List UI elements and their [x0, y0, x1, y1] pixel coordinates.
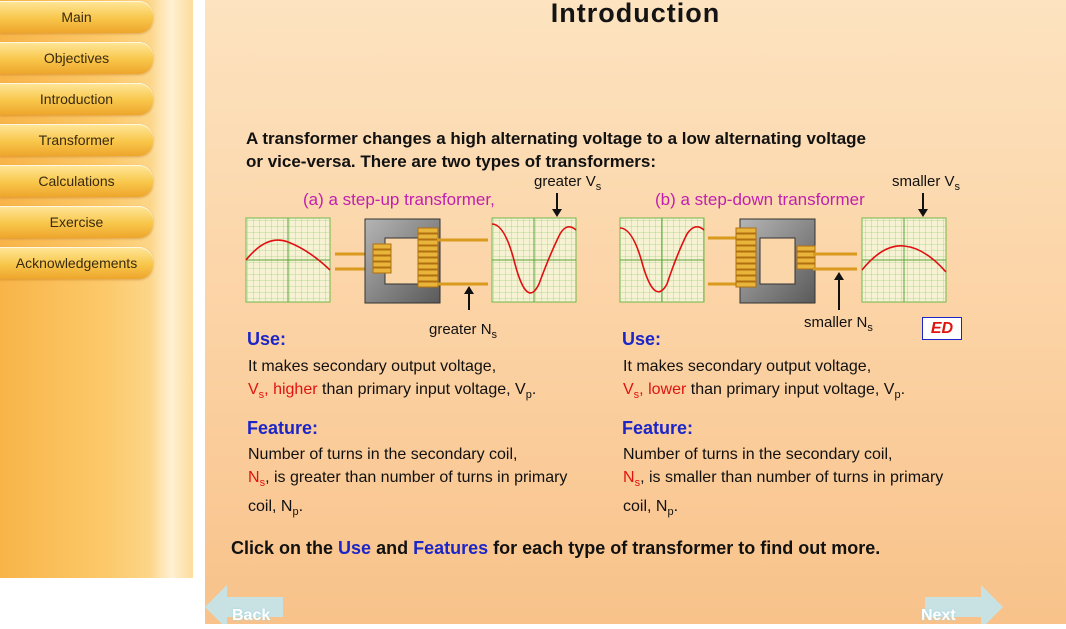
- step-up-bottom-arrow-label: greater Ns: [429, 321, 498, 341]
- intro-line-2: or vice-versa. There are two types of tr…: [246, 152, 657, 171]
- step-down-transformer-core: [708, 218, 857, 304]
- step-down-feature-text: Number of turns in the secondary coil, N…: [623, 446, 944, 519]
- step-down-bottom-arrow-label: smaller Ns: [804, 314, 873, 334]
- step-up-feature-text: Number of turns in the secondary coil, N…: [248, 446, 568, 519]
- ed-logo: ED: [922, 317, 962, 340]
- back-button[interactable]: Back: [205, 585, 295, 629]
- cta-use-link[interactable]: Use: [338, 538, 372, 558]
- intro-text: A transformer changes a high alternating…: [246, 127, 1006, 173]
- step-down-primary-waveform-grid: [619, 217, 705, 303]
- page-title: Introduction: [550, 0, 721, 28]
- step-up-label: (a) a step-up transformer,: [303, 190, 495, 209]
- step-down-top-arrow-label: smaller Vs: [892, 173, 961, 193]
- cta-features-link[interactable]: Features: [413, 538, 489, 558]
- step-down-top-arrow-line: [922, 193, 924, 209]
- sidebar-item-calculations[interactable]: Calculations: [0, 165, 153, 197]
- step-down-secondary-waveform-grid: [861, 217, 947, 303]
- back-arrow-icon: [205, 585, 283, 629]
- sidebar-item-acknowledgements[interactable]: Acknowledgements: [0, 247, 153, 279]
- transformer-diagram: [245, 217, 947, 310]
- step-down-top-arrow-head: [918, 209, 928, 217]
- step-up-secondary-waveform-grid: [491, 217, 577, 303]
- next-arrow-icon: [925, 585, 1003, 629]
- sidebar-item-introduction[interactable]: Introduction: [0, 83, 153, 115]
- step-down-use-heading[interactable]: Use:: [622, 329, 662, 349]
- step-up-transformer-core: [335, 218, 488, 304]
- step-up-primary-waveform-grid: [245, 217, 331, 303]
- step-up-top-arrow-head: [552, 209, 562, 217]
- sidebar-item-objectives[interactable]: Objectives: [0, 42, 153, 74]
- step-up-feature-heading[interactable]: Feature:: [247, 418, 319, 438]
- step-down-label: (b) a step-down transformer: [655, 190, 865, 209]
- sidebar-item-transformer[interactable]: Transformer: [0, 124, 153, 156]
- step-up-use-heading[interactable]: Use:: [247, 329, 287, 349]
- instruction-text: Click on the Use and Features for each t…: [231, 538, 881, 558]
- sidebar-item-exercise[interactable]: Exercise: [0, 206, 153, 238]
- sidebar-swoosh: [150, 0, 193, 578]
- sidebar-item-main[interactable]: Main: [0, 1, 153, 33]
- sidebar: Main Objectives Introduction Transformer…: [0, 0, 193, 578]
- step-down-feature-heading[interactable]: Feature:: [622, 418, 694, 438]
- next-label: Next: [921, 607, 956, 624]
- next-button[interactable]: Next: [913, 585, 1003, 629]
- back-label: Back: [232, 607, 271, 624]
- intro-line-1: A transformer changes a high alternating…: [246, 129, 866, 148]
- step-down-use-text: It makes secondary output voltage, Vs, l…: [623, 358, 906, 402]
- step-up-use-text: It makes secondary output voltage, Vs, h…: [248, 358, 537, 402]
- step-up-top-arrow-line: [556, 193, 558, 209]
- main-panel: Introduction A transformer changes a hig…: [205, 0, 1066, 629]
- step-up-top-arrow-label: greater Vs: [534, 173, 602, 193]
